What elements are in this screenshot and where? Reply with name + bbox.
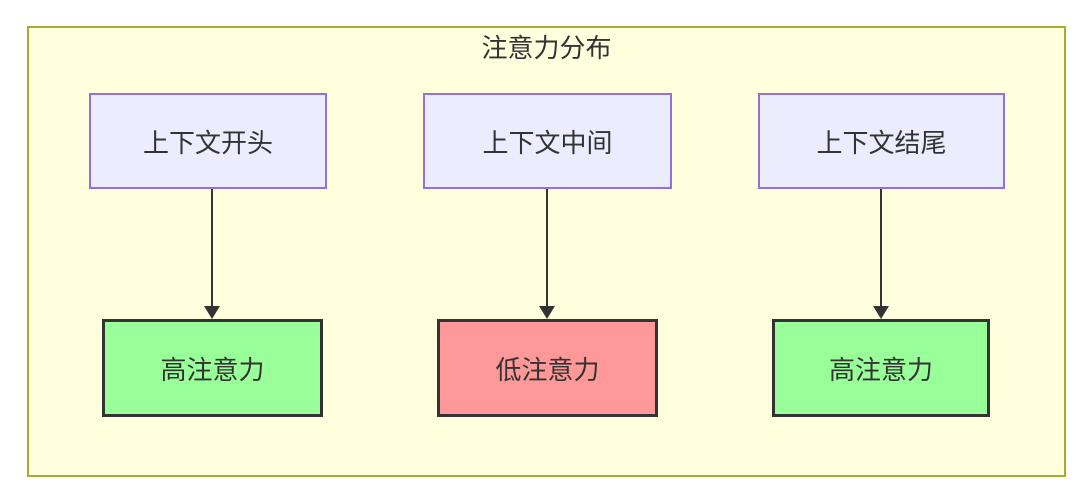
arrow-down-icon	[204, 306, 220, 319]
node-context-start-label: 上下文开头	[142, 128, 273, 159]
cluster-title: 注意力分布	[481, 34, 612, 64]
arrow-down-icon	[873, 306, 889, 319]
node-context-middle-label: 上下文中间	[482, 128, 613, 159]
node-high-attention-2-label: 高注意力	[828, 355, 933, 386]
node-high-attention-1: 高注意力	[102, 319, 323, 417]
edge-context-middle-line	[546, 189, 548, 307]
node-context-middle: 上下文中间	[423, 93, 672, 189]
arrow-down-icon	[539, 306, 555, 319]
node-context-end: 上下文结尾	[758, 93, 1005, 189]
edge-context-start-line	[211, 189, 213, 307]
node-high-attention-1-label: 高注意力	[160, 355, 265, 386]
node-context-start: 上下文开头	[89, 93, 327, 189]
node-context-end-label: 上下文结尾	[816, 128, 947, 159]
node-low-attention-label: 低注意力	[495, 355, 600, 386]
edge-context-end-line	[880, 189, 882, 307]
node-low-attention: 低注意力	[437, 319, 658, 417]
node-high-attention-2: 高注意力	[772, 319, 990, 417]
